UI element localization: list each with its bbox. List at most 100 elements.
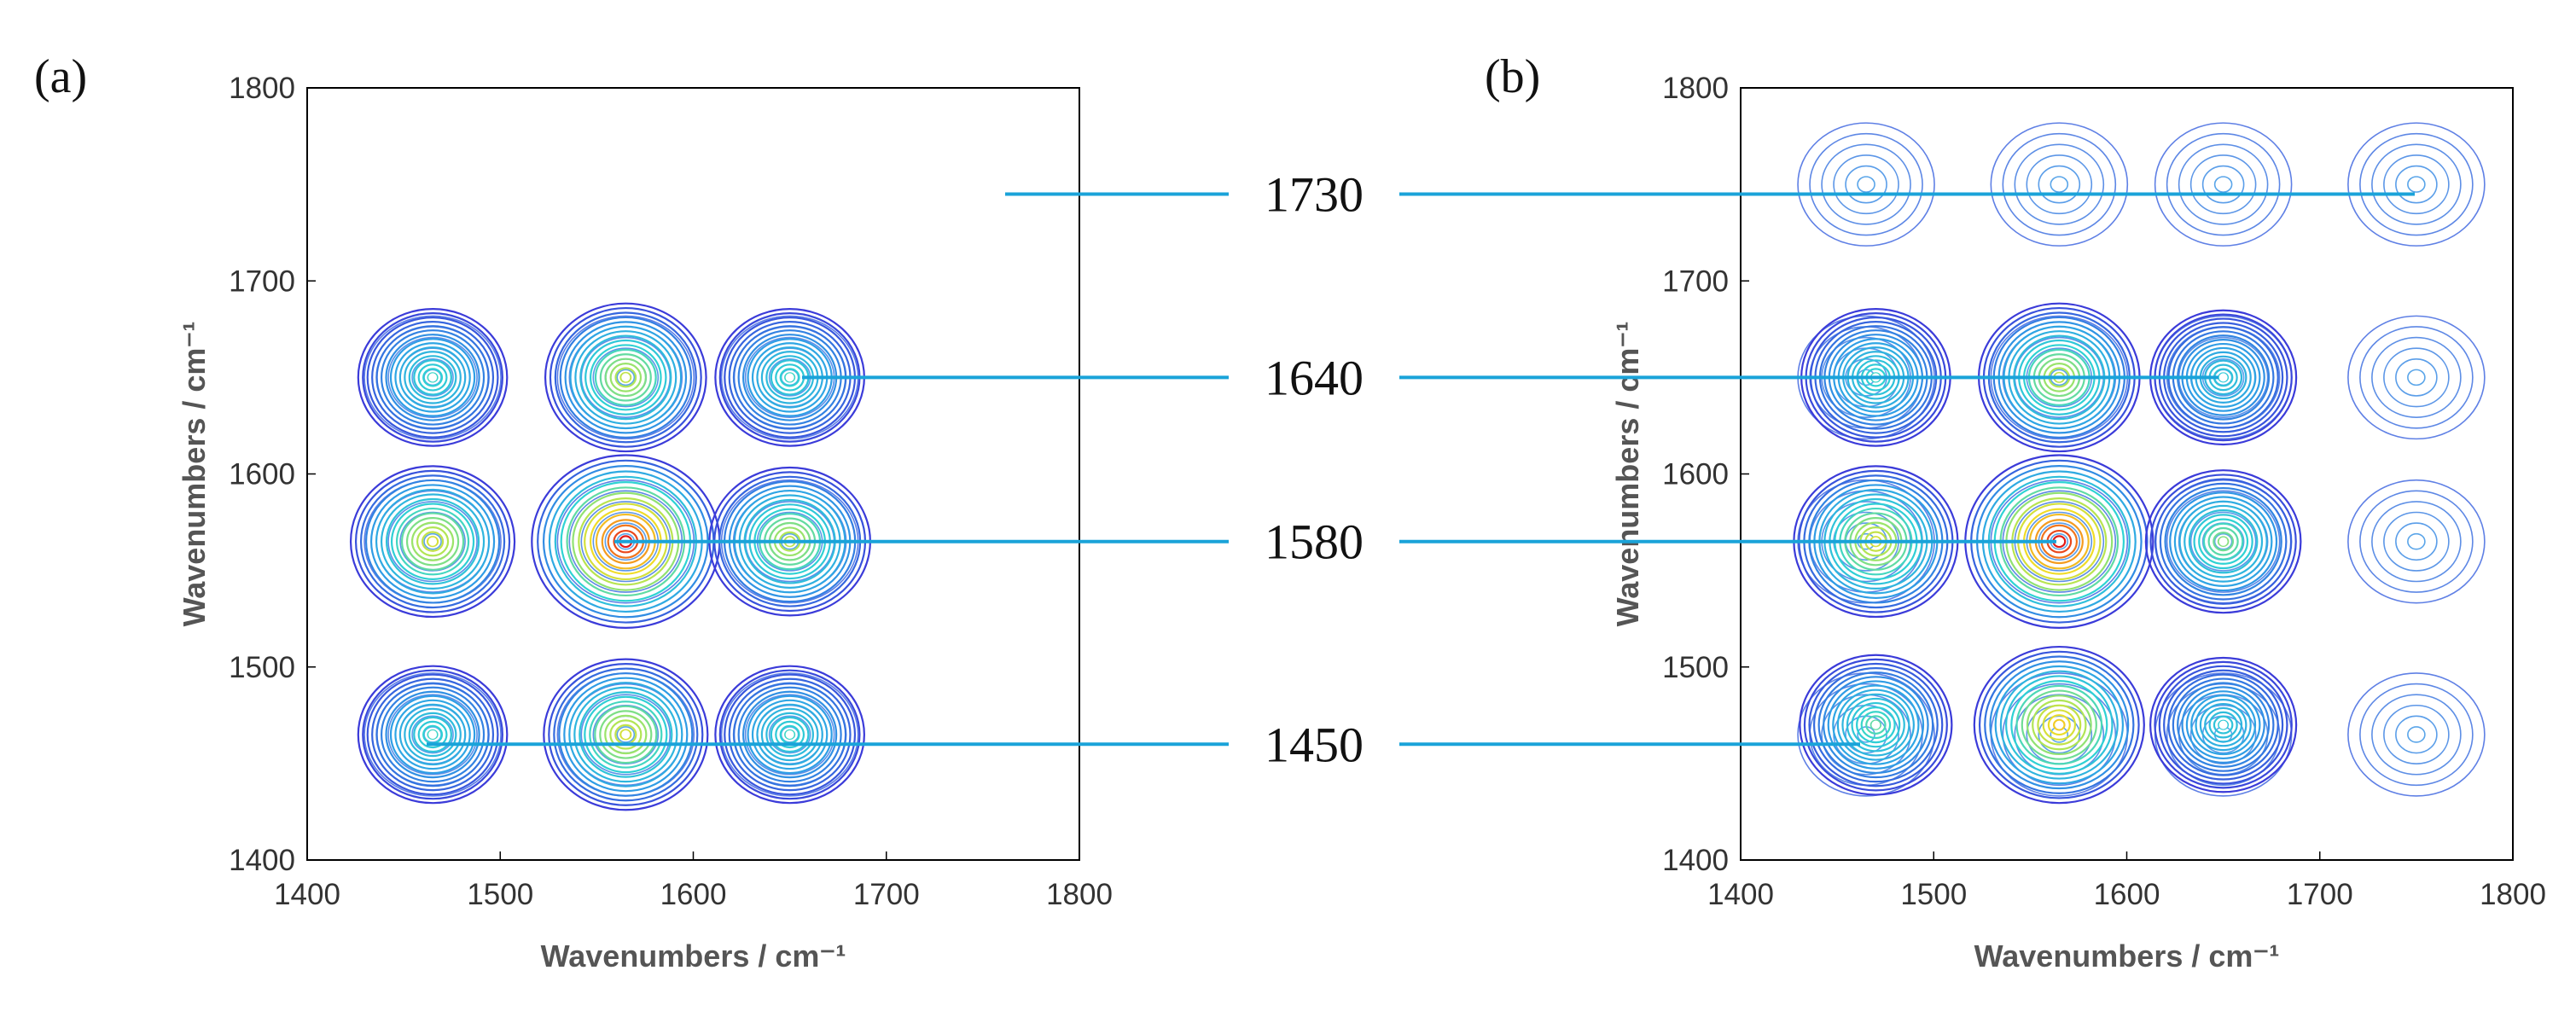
peak-contour <box>614 367 637 388</box>
peak-contour <box>604 357 647 398</box>
peak-contour <box>1803 658 1948 792</box>
peak-annotation-label: 1640 <box>1265 350 1364 405</box>
peak-contour <box>563 677 689 793</box>
contour-line <box>1797 122 1935 247</box>
peak-contour <box>548 663 704 806</box>
contour-line <box>387 694 478 776</box>
peak-contour <box>1808 662 1944 787</box>
peak-contour <box>770 716 810 753</box>
peak-contour <box>543 658 709 811</box>
peak-contour <box>1860 711 1892 740</box>
peak-contour <box>416 526 450 557</box>
contour-line <box>2371 336 2462 418</box>
contour-line <box>2213 176 2233 193</box>
peak-contour <box>354 469 511 613</box>
peak-contour <box>1827 680 1925 770</box>
contour-line <box>2395 165 2438 204</box>
contour-line <box>616 726 636 743</box>
peak-contour <box>394 342 471 413</box>
peak-center <box>2218 373 2228 382</box>
peak-contour <box>394 699 471 770</box>
peak-contour <box>369 484 496 600</box>
peak-contour <box>599 353 652 402</box>
peak-contour <box>2154 478 2293 605</box>
contour-line <box>1809 132 1923 236</box>
peak-contour <box>1812 666 1939 783</box>
peak-contour <box>2173 496 2273 587</box>
peak-contour <box>398 703 467 766</box>
contour-line <box>2395 522 2438 561</box>
peak-contour <box>404 351 462 404</box>
peak-contour <box>2047 714 2071 736</box>
x-tick-label: 1500 <box>467 878 533 911</box>
peak-contour <box>579 691 673 778</box>
peak-contour <box>2204 706 2243 743</box>
y-tick-label: 1800 <box>1662 72 1729 105</box>
peak-contour <box>357 308 509 447</box>
peak-contour <box>362 669 503 800</box>
peak-contour <box>408 355 457 400</box>
peak-contour <box>389 338 476 417</box>
panel-label-b: (b) <box>1485 50 1540 103</box>
contour-line <box>720 672 859 797</box>
contour-line <box>2347 122 2486 247</box>
contour-line <box>768 715 811 754</box>
peak-contour <box>1978 650 2140 799</box>
x-tick-label: 1400 <box>274 878 340 911</box>
peak-contour <box>544 302 707 453</box>
peak-contour <box>569 325 683 430</box>
contour-line <box>2347 479 2486 604</box>
peak-contour <box>579 334 672 421</box>
x-tick-label: 1700 <box>2287 878 2353 911</box>
peak-contour <box>2015 684 2103 765</box>
peak-contour <box>599 710 653 759</box>
peak-contour <box>568 682 683 787</box>
peak-contour <box>2154 660 2293 789</box>
y-tick-label: 1400 <box>1662 844 1729 877</box>
peak-center <box>785 729 794 739</box>
peak-contour <box>349 465 516 619</box>
peak-contour <box>427 372 439 383</box>
peak-contour <box>427 729 439 741</box>
peak-contour <box>594 705 658 764</box>
peak-contour <box>756 703 823 766</box>
contour-line <box>2371 694 2462 776</box>
peak-contour <box>2163 669 2284 781</box>
peak-contour <box>380 493 486 590</box>
contour-plot-b <box>1793 122 2486 805</box>
contour-line <box>2395 357 2438 397</box>
contour-line <box>2371 143 2462 225</box>
peak-contour <box>784 729 796 741</box>
contour-line <box>2154 122 2293 247</box>
peak-contour <box>2185 690 2261 760</box>
contour-line <box>2166 490 2281 593</box>
contour-line <box>387 501 478 583</box>
contour-line <box>2189 154 2257 215</box>
peak-contour <box>2026 694 2092 756</box>
contour-line <box>2359 326 2474 429</box>
contour-line <box>2347 315 2486 440</box>
contour-line <box>2201 165 2245 204</box>
contour-line <box>744 694 835 776</box>
peak-contour <box>2217 536 2230 548</box>
peak-contour <box>2181 686 2265 764</box>
contour-line <box>1833 154 1899 215</box>
x-tick-label: 1600 <box>2094 878 2160 911</box>
contour-line <box>2407 369 2426 386</box>
peak-contour <box>724 673 857 796</box>
contour-line <box>2189 704 2257 764</box>
peak-contour <box>405 516 460 567</box>
contour-plot-a <box>349 302 871 811</box>
peak-contour <box>389 694 476 775</box>
peak-center <box>2055 720 2064 729</box>
peak-contour <box>2144 469 2302 614</box>
peak-contour <box>395 507 470 576</box>
peak-contour <box>1799 654 1953 796</box>
peak-contour <box>2158 665 2288 785</box>
peak-contour <box>2177 682 2271 768</box>
peak-contour <box>1999 670 2119 780</box>
peak-contour <box>775 720 805 749</box>
x-tick-label: 1500 <box>1900 878 1967 911</box>
peak-contour <box>398 346 467 409</box>
